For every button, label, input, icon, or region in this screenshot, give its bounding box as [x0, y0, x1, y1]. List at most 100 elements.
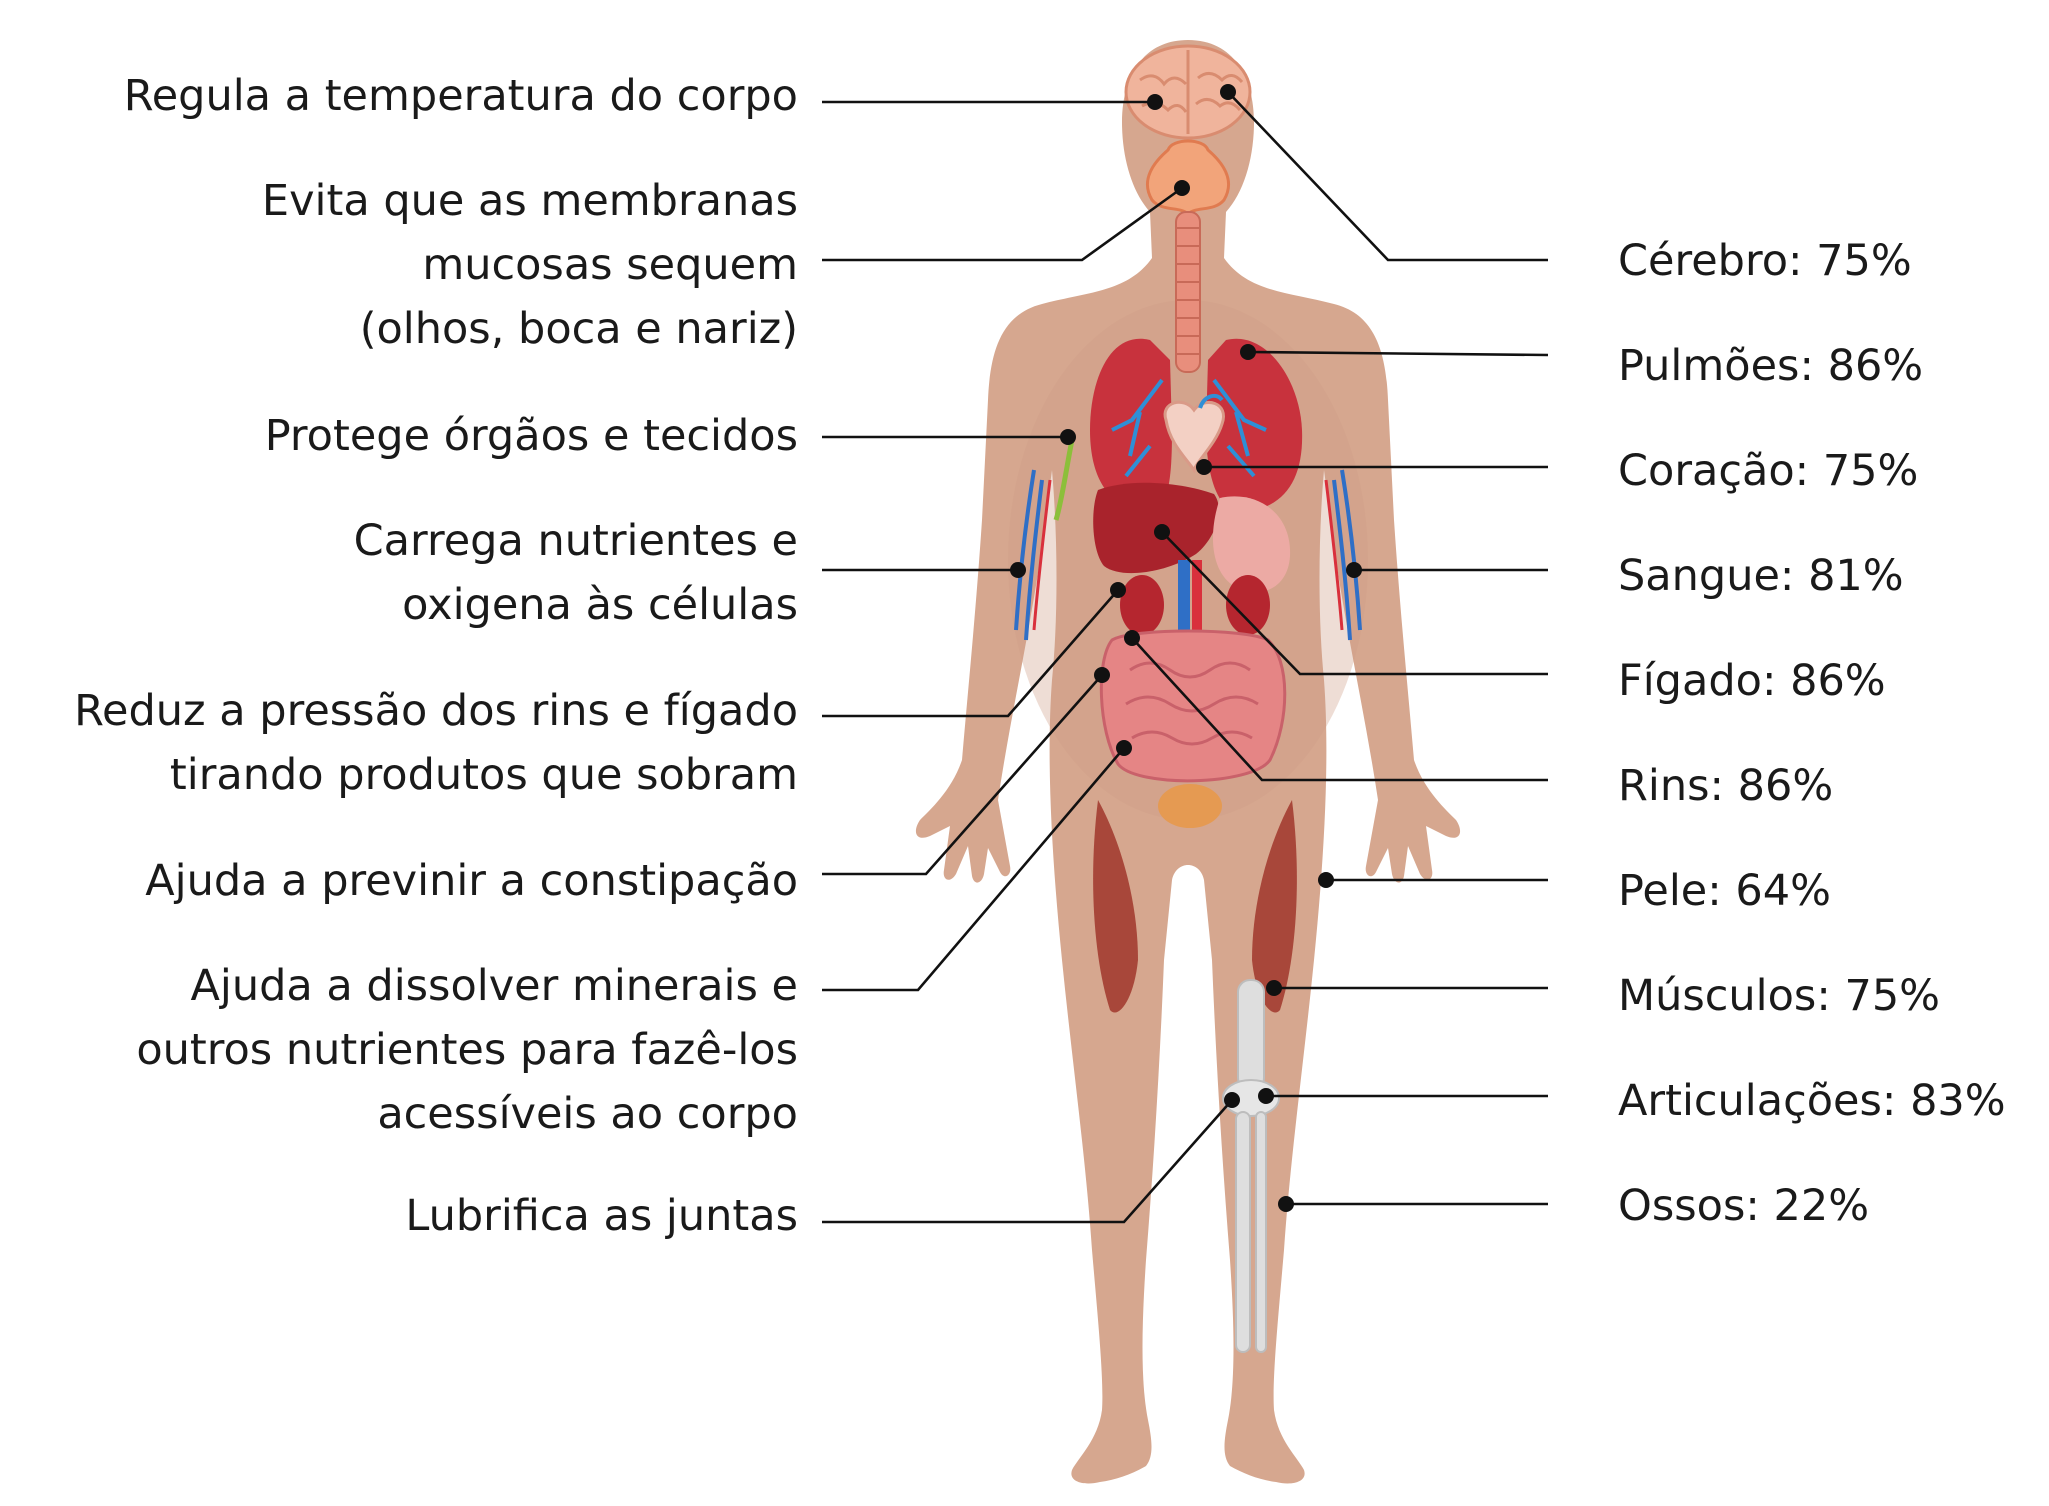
function-label-line: Protege órgãos e tecidos: [265, 411, 798, 461]
body-part-percent: 86%: [1738, 761, 1834, 811]
body-part-separator: :: [1762, 656, 1790, 706]
function-leader-5-line: [822, 674, 1103, 876]
body-part-separator: :: [1795, 446, 1823, 496]
body-part-label: Cérebro: 75%: [1618, 236, 1912, 286]
heart-organ: [1163, 400, 1225, 474]
function-label: Regula a temperatura do corpo: [124, 71, 798, 121]
body-part-percent: 86%: [1828, 341, 1924, 391]
function-label: Ajuda a previnir a constipação: [145, 856, 798, 906]
body-part-label: Fígado: 86%: [1618, 656, 1886, 706]
leader-lines: [822, 84, 1549, 1224]
function-leader-7-line: [822, 1099, 1233, 1224]
body-part-separator: :: [1780, 551, 1808, 601]
body-part-separator: :: [1799, 341, 1827, 391]
kidney-left: [1120, 575, 1164, 635]
function-leader-6-line: [822, 747, 1125, 992]
function-label: Reduz a pressão dos rins e fígado tirando…: [74, 686, 798, 800]
function-label-line: Ajuda a previnir a constipação: [145, 856, 798, 906]
part-leader-6-dot: [1318, 872, 1334, 888]
body-part-percent: 75%: [1823, 446, 1919, 496]
body-part-separator: :: [1788, 236, 1816, 286]
body-part-separator: :: [1816, 971, 1844, 1021]
part-leader-4-line: [1161, 531, 1548, 676]
body-part-name: Articulações: [1618, 1076, 1882, 1126]
body-part-label: Pele: 64%: [1618, 866, 1831, 916]
body-part-label: Rins: 86%: [1618, 761, 1833, 811]
body-part-name: Sangue: [1618, 551, 1780, 601]
part-leader-0-dot: [1220, 84, 1236, 100]
body-part-percent: 64%: [1735, 866, 1831, 916]
function-label-line: Carrega nutrientes e: [354, 516, 798, 566]
body-part-labels: Cérebro: 75% Pulmões: 86% Coração: 75% Sang…: [1618, 236, 2006, 1231]
part-leader-2-dot: [1196, 459, 1212, 475]
body-part-name: Pele: [1618, 866, 1707, 916]
body-part-label: Ossos: 22%: [1618, 1181, 1869, 1231]
function-label-line: Reduz a pressão dos rins e fígado: [74, 686, 798, 736]
body-part-name: Pulmões: [1618, 341, 1799, 391]
function-label-line: tirando produtos que sobram: [170, 750, 798, 800]
part-leader-9-dot: [1278, 1196, 1294, 1212]
stomach-organ: [1212, 496, 1291, 593]
aorta: [1192, 560, 1202, 660]
function-label-line: Lubrifica as juntas: [405, 1191, 798, 1241]
body-part-separator: :: [1707, 866, 1735, 916]
function-label-line: (olhos, boca e nariz): [360, 304, 798, 354]
body-part-label: Coração: 75%: [1618, 446, 1918, 496]
part-leader-4-dot: [1154, 524, 1170, 540]
tissue-lymph: [1053, 439, 1075, 521]
function-label-line: Evita que as membranas: [262, 176, 798, 226]
function-label: Carrega nutrientes e oxigena às células: [354, 516, 798, 630]
function-label-line: oxigena às células: [402, 580, 798, 630]
function-label-line: Ajuda a dissolver minerais e: [190, 961, 798, 1011]
part-leader-5-line: [1131, 637, 1548, 782]
function-label-line: acessíveis ao corpo: [377, 1089, 798, 1139]
body-part-separator: :: [1709, 761, 1737, 811]
function-leader-4-dot: [1110, 582, 1126, 598]
function-label: Evita que as membranas mucosas sequem (olh…: [262, 176, 798, 354]
lungs-organ: [1090, 338, 1303, 512]
function-leader-7-dot: [1224, 1092, 1240, 1108]
thigh-muscle-right: [1252, 800, 1297, 1013]
function-leader-0-dot: [1147, 94, 1163, 110]
function-leader-3-dot: [1010, 562, 1026, 578]
body-part-percent: 86%: [1790, 656, 1886, 706]
body-part-label: Músculos: 75%: [1618, 971, 1940, 1021]
body-part-separator: :: [1745, 1181, 1773, 1231]
body-part-name: Cérebro: [1618, 236, 1788, 286]
function-label: Protege órgãos e tecidos: [265, 411, 798, 461]
function-label-line: outros nutrientes para fazê-los: [136, 1025, 798, 1075]
arm-vessels-left: [1014, 469, 1044, 641]
function-leader-1-dot: [1174, 180, 1190, 196]
function-label-line: mucosas sequem: [422, 240, 798, 290]
nasal-mucosa: [1146, 139, 1230, 217]
body-part-name: Rins: [1618, 761, 1709, 811]
body-part-label: Pulmões: 86%: [1618, 341, 1923, 391]
part-leader-1-dot: [1240, 344, 1256, 360]
function-label-line: Regula a temperatura do corpo: [124, 71, 798, 121]
body-part-separator: :: [1882, 1076, 1910, 1126]
body-part-name: Fígado: [1618, 656, 1762, 706]
part-leader-7-dot: [1266, 980, 1282, 996]
function-leader-4-line: [822, 589, 1119, 718]
body-part-percent: 75%: [1816, 236, 1912, 286]
arm-vessels-right: [1332, 469, 1362, 641]
function-leader-1-line: [822, 186, 1183, 262]
function-leader-2-dot: [1060, 429, 1076, 445]
body-part-label: Articulações: 83%: [1618, 1076, 2006, 1126]
part-leader-1-line: [1247, 350, 1549, 357]
part-leader-8-dot: [1258, 1088, 1274, 1104]
kidney-right: [1226, 575, 1270, 635]
function-label: Lubrifica as juntas: [405, 1191, 798, 1241]
body-part-label: Sangue: 81%: [1618, 551, 1904, 601]
function-leader-6-dot: [1116, 740, 1132, 756]
body-part-name: Ossos: [1618, 1181, 1745, 1231]
thigh-muscle-left: [1093, 800, 1138, 1013]
human-body-figure: [915, 40, 1461, 1484]
body-part-percent: 81%: [1808, 551, 1904, 601]
brain-organ: [1124, 44, 1252, 140]
body-part-name: Músculos: [1618, 971, 1816, 1021]
part-leader-3-dot: [1346, 562, 1362, 578]
part-leader-0-line: [1227, 91, 1548, 262]
